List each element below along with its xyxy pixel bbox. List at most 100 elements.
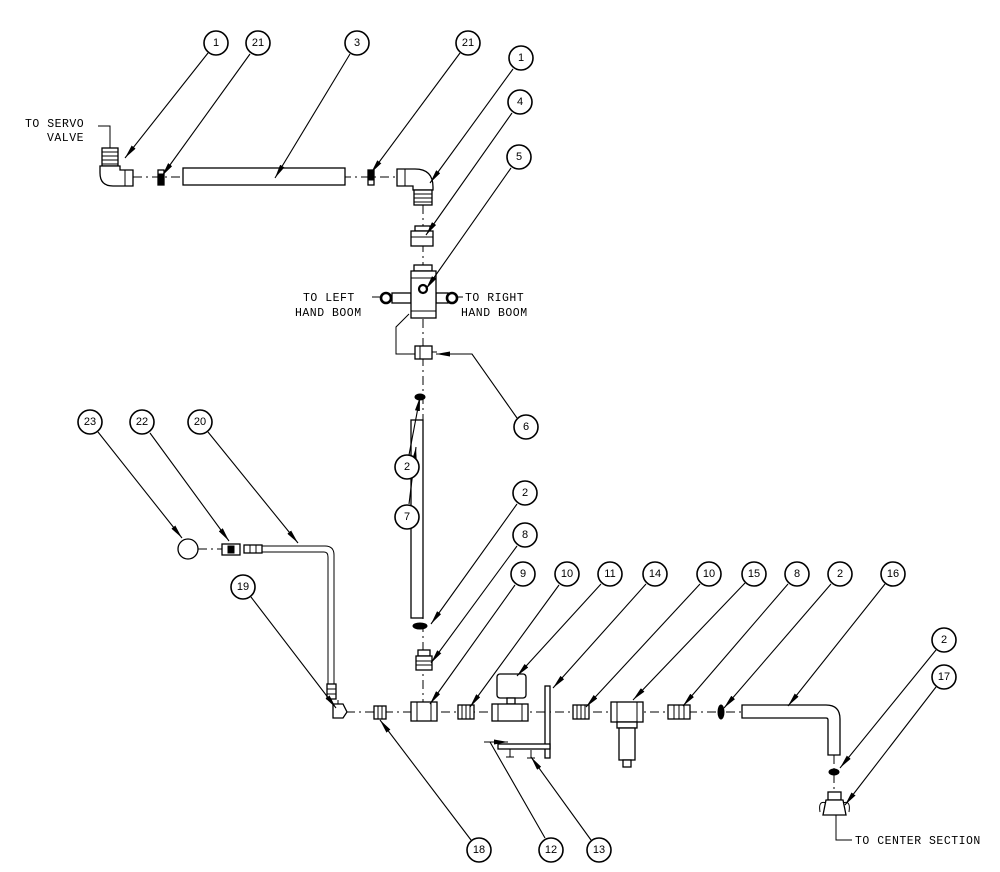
gauge-hose <box>262 545 337 700</box>
callout-item: 4 <box>507 89 533 115</box>
parts <box>98 125 852 841</box>
svg-text:3: 3 <box>354 37 360 49</box>
bracket-screws <box>506 749 535 759</box>
svg-text:2: 2 <box>404 461 410 473</box>
svg-text:6: 6 <box>523 421 529 433</box>
mounting-bracket <box>497 685 551 759</box>
callout-item: 22 <box>129 409 155 435</box>
svg-text:21: 21 <box>252 37 264 49</box>
svg-text:22: 22 <box>136 416 148 428</box>
centerlines <box>133 176 835 792</box>
callout-item: 18 <box>466 837 492 863</box>
callout-item: 2 <box>394 454 420 480</box>
callout-item: 23 <box>77 409 103 435</box>
callout-item: 19 <box>230 574 256 600</box>
label-left-hand-boom: HAND BOOM <box>295 307 362 320</box>
nipple-fitting <box>373 705 387 720</box>
tee-fitting-lower <box>410 701 438 722</box>
callout-item: 2 <box>827 561 853 587</box>
hose-barb-fitting <box>415 649 433 671</box>
svg-text:10: 10 <box>703 568 715 580</box>
svg-text:13: 13 <box>593 844 605 856</box>
svg-text:19: 19 <box>237 581 249 593</box>
callout-item: 3 <box>344 30 370 56</box>
svg-text:21: 21 <box>462 37 474 49</box>
callout-item: 21 <box>245 30 271 56</box>
svg-text:9: 9 <box>520 568 526 580</box>
label-to-left: TO LEFT <box>303 292 355 305</box>
svg-text:8: 8 <box>522 529 528 541</box>
gauge-elbow <box>332 703 348 719</box>
solenoid-valve <box>491 673 529 722</box>
label-valve: VALVE <box>47 132 84 145</box>
leaders <box>97 52 937 841</box>
callout-item: 13 <box>586 837 612 863</box>
nipple-fitting-a <box>457 704 475 720</box>
callout-item: 9 <box>510 561 536 587</box>
clamp-right-line <box>717 704 725 720</box>
pressure-gauge <box>177 538 199 560</box>
callout-item: 11 <box>597 561 623 587</box>
svg-text:18: 18 <box>473 844 485 856</box>
labels: TO SERVO VALVE TO LEFT HAND BOOM TO RIGH… <box>25 118 981 848</box>
elbow-fitting-left <box>99 147 134 187</box>
hose-barb-fitting-b <box>667 704 691 720</box>
svg-text:1: 1 <box>213 37 219 49</box>
svg-text:2: 2 <box>522 487 528 499</box>
svg-text:16: 16 <box>887 568 899 580</box>
callout-item: 16 <box>880 561 906 587</box>
clamp-lower <box>412 622 428 630</box>
svg-text:23: 23 <box>84 416 96 428</box>
callout-item: 2 <box>931 627 957 653</box>
svg-text:7: 7 <box>404 511 410 523</box>
callout-item: 1 <box>203 30 229 56</box>
svg-text:4: 4 <box>517 96 523 108</box>
label-to-right: TO RIGHT <box>465 292 524 305</box>
callout-item: 5 <box>506 144 532 170</box>
callout-item: 10 <box>696 561 722 587</box>
svg-text:20: 20 <box>194 416 206 428</box>
supply-hose <box>741 704 841 756</box>
svg-text:5: 5 <box>516 151 522 163</box>
callout-item: 7 <box>394 504 420 530</box>
gauge-adapter <box>221 543 263 556</box>
callout-item: 14 <box>642 561 668 587</box>
svg-text:11: 11 <box>604 568 615 580</box>
hose-tube <box>182 167 346 186</box>
servo-leader <box>98 125 111 148</box>
center-section-leader <box>835 815 852 841</box>
cam-coupling <box>819 791 850 816</box>
callout-item: 2 <box>512 480 538 506</box>
callouts: 1 21 3 21 1 4 5 6 2 7 2 8 23 22 20 19 9 … <box>77 30 957 863</box>
check-valve <box>414 345 437 360</box>
svg-text:12: 12 <box>545 844 557 856</box>
svg-text:2: 2 <box>837 568 843 580</box>
callout-item: 10 <box>554 561 580 587</box>
svg-text:17: 17 <box>938 671 950 683</box>
callout-item: 21 <box>455 30 481 56</box>
callout-item: 17 <box>931 664 957 690</box>
callout-item: 8 <box>512 522 538 548</box>
nipple-fitting-b <box>572 704 590 720</box>
callout-item: 1 <box>508 45 534 71</box>
line-strainer <box>610 701 644 768</box>
callout-item: 15 <box>741 561 767 587</box>
callout-item: 20 <box>187 409 213 435</box>
callout-item: 6 <box>513 414 539 440</box>
callout-item: 8 <box>784 561 810 587</box>
svg-text:1: 1 <box>518 52 524 64</box>
svg-text:15: 15 <box>748 568 760 580</box>
label-right-hand-boom: HAND BOOM <box>461 307 528 320</box>
clamp-bottom <box>828 768 840 776</box>
tee-fitting <box>372 264 463 355</box>
svg-text:8: 8 <box>794 568 800 580</box>
label-to-center-section: TO CENTER SECTION <box>855 835 981 848</box>
svg-text:2: 2 <box>941 634 947 646</box>
callout-item: 12 <box>538 837 564 863</box>
svg-text:10: 10 <box>561 568 573 580</box>
elbow-fitting-right <box>396 168 434 206</box>
clamp-left <box>157 169 165 186</box>
svg-text:14: 14 <box>649 568 661 580</box>
